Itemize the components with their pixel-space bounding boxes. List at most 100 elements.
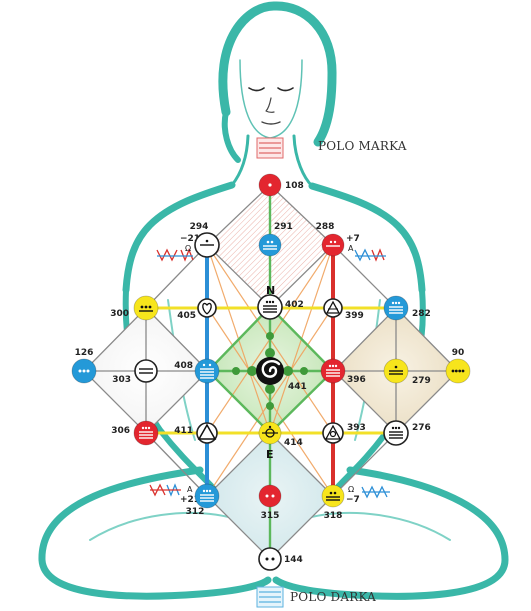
node-279-glyph-icon: [389, 365, 403, 375]
wave-glyph-upper-left: [156, 248, 194, 262]
node-411-glyph-icon: [197, 423, 217, 440]
polo-darka-marker: [256, 586, 284, 608]
annotation-lower-right-number: −7: [346, 495, 360, 505]
node-282: 282: [383, 295, 431, 321]
annotation-lower-right-symbol: Ω: [348, 485, 354, 494]
node-282-circle: [383, 295, 409, 321]
node-399: 399: [323, 298, 364, 321]
node-396-label: 396: [347, 375, 366, 385]
node-276: 276: [383, 420, 431, 446]
node-276-glyph-icon: [389, 426, 403, 439]
node-294-glyph-icon: [200, 239, 214, 246]
node-291: 291: [258, 222, 293, 257]
node-303-circle: [134, 359, 158, 383]
node-279: 279: [383, 358, 431, 386]
node-411: 411: [174, 422, 218, 444]
node-315: 315: [258, 484, 282, 521]
node-402-label: 402: [285, 300, 304, 310]
node-303: 303: [112, 359, 158, 385]
node-408-label: 408: [174, 361, 193, 371]
node-408: 408: [174, 358, 220, 384]
wave-glyph-lower-right: [361, 485, 390, 499]
center-spiral-icon: [232, 332, 308, 410]
node-276-circle: [383, 420, 409, 446]
node-396: 396: [320, 358, 366, 385]
node-108-glyph-icon: [268, 183, 272, 187]
node-411-label: 411: [174, 426, 193, 436]
node-288-label: 288: [316, 222, 335, 232]
node-402-circle: [257, 294, 283, 320]
node-126: 126: [71, 348, 97, 384]
annotation-upper-right-symbol: A: [348, 244, 354, 253]
node-306: 306: [111, 420, 159, 446]
node-90: 90: [445, 348, 471, 384]
node-291-label: 291: [274, 222, 293, 232]
node-303-glyph-icon: [139, 368, 153, 374]
node-402: 402: [257, 294, 304, 320]
node-399-label: 399: [345, 311, 364, 321]
node-405-circle: [197, 298, 217, 318]
node-90-label: 90: [452, 348, 465, 358]
node-414: 414: [258, 421, 303, 448]
node-303-label: 303: [112, 375, 131, 385]
node-441: 441: [288, 382, 307, 392]
polo-darka-label: POLO DARKA: [290, 590, 376, 604]
node-411-circle: [196, 422, 218, 444]
node-144-circle: [258, 547, 282, 571]
node-408-circle: [194, 358, 220, 384]
annotation-lower-left-number: +21: [180, 495, 200, 505]
nodes-layer: 108 291 294 288 402 300 282 405 399 126 303 408 441 3…: [71, 173, 471, 571]
node-405-label: 405: [177, 311, 196, 321]
node-300: 300: [110, 295, 159, 321]
node-288-glyph-icon: [326, 240, 340, 247]
node-402-glyph-icon: [263, 300, 277, 313]
node-294-label: 294: [190, 222, 209, 232]
east-label: E: [266, 448, 274, 461]
node-396-glyph-icon: [326, 364, 340, 377]
node-144-label: 144: [284, 555, 303, 565]
annotation-upper-right-number: +7: [346, 234, 360, 244]
node-414-glyph-icon: [262, 425, 278, 438]
node-315-label: 315: [261, 511, 280, 521]
node-318-label: 318: [324, 511, 343, 521]
annotation-upper-left-symbol: Ω: [185, 244, 191, 253]
node-291-glyph-icon: [263, 240, 277, 250]
node-393: 393: [322, 422, 366, 444]
node-300-label: 300: [110, 309, 129, 319]
node-306-circle: [133, 420, 159, 446]
wave-glyph-lower-left: [149, 483, 181, 497]
node-315-circle: [258, 484, 282, 508]
node-399-glyph-icon: [325, 300, 341, 314]
node-144: 144: [258, 547, 303, 571]
node-315-glyph-icon: [265, 494, 275, 498]
node-312-glyph-icon: [200, 489, 214, 502]
node-318-glyph-icon: [326, 491, 340, 501]
node-276-label: 276: [412, 423, 431, 433]
node-312-label: 312: [186, 507, 205, 517]
node-393-glyph-icon: [324, 424, 342, 440]
node-396-circle: [320, 358, 346, 384]
node-312-circle: [194, 483, 220, 509]
node-279-label: 279: [412, 376, 431, 386]
node-306-label: 306: [111, 426, 130, 436]
node-408-glyph-icon: [200, 363, 214, 379]
node-90-glyph-icon: [451, 369, 465, 373]
node-405-glyph-icon: [202, 302, 212, 315]
node-282-glyph-icon: [389, 301, 403, 314]
node-318: 318: [321, 484, 345, 521]
node-108: 108: [258, 173, 304, 197]
node-312: 312: [186, 483, 220, 517]
node-405: 405: [177, 298, 217, 321]
node-144-glyph-icon: [265, 557, 275, 561]
polo-marka-label: POLO MARKA: [318, 139, 407, 153]
node-126-glyph-icon: [78, 369, 90, 373]
wave-glyph-upper-right: [354, 248, 386, 262]
node-126-label: 126: [75, 348, 94, 358]
node-441-label: 441: [288, 382, 307, 392]
node-393-circle: [322, 422, 344, 444]
annotation-lower-left-symbol: A: [187, 485, 193, 494]
node-108-label: 108: [285, 181, 304, 191]
annotation-upper-left-number: −21: [180, 234, 200, 244]
node-306-glyph-icon: [139, 426, 153, 439]
